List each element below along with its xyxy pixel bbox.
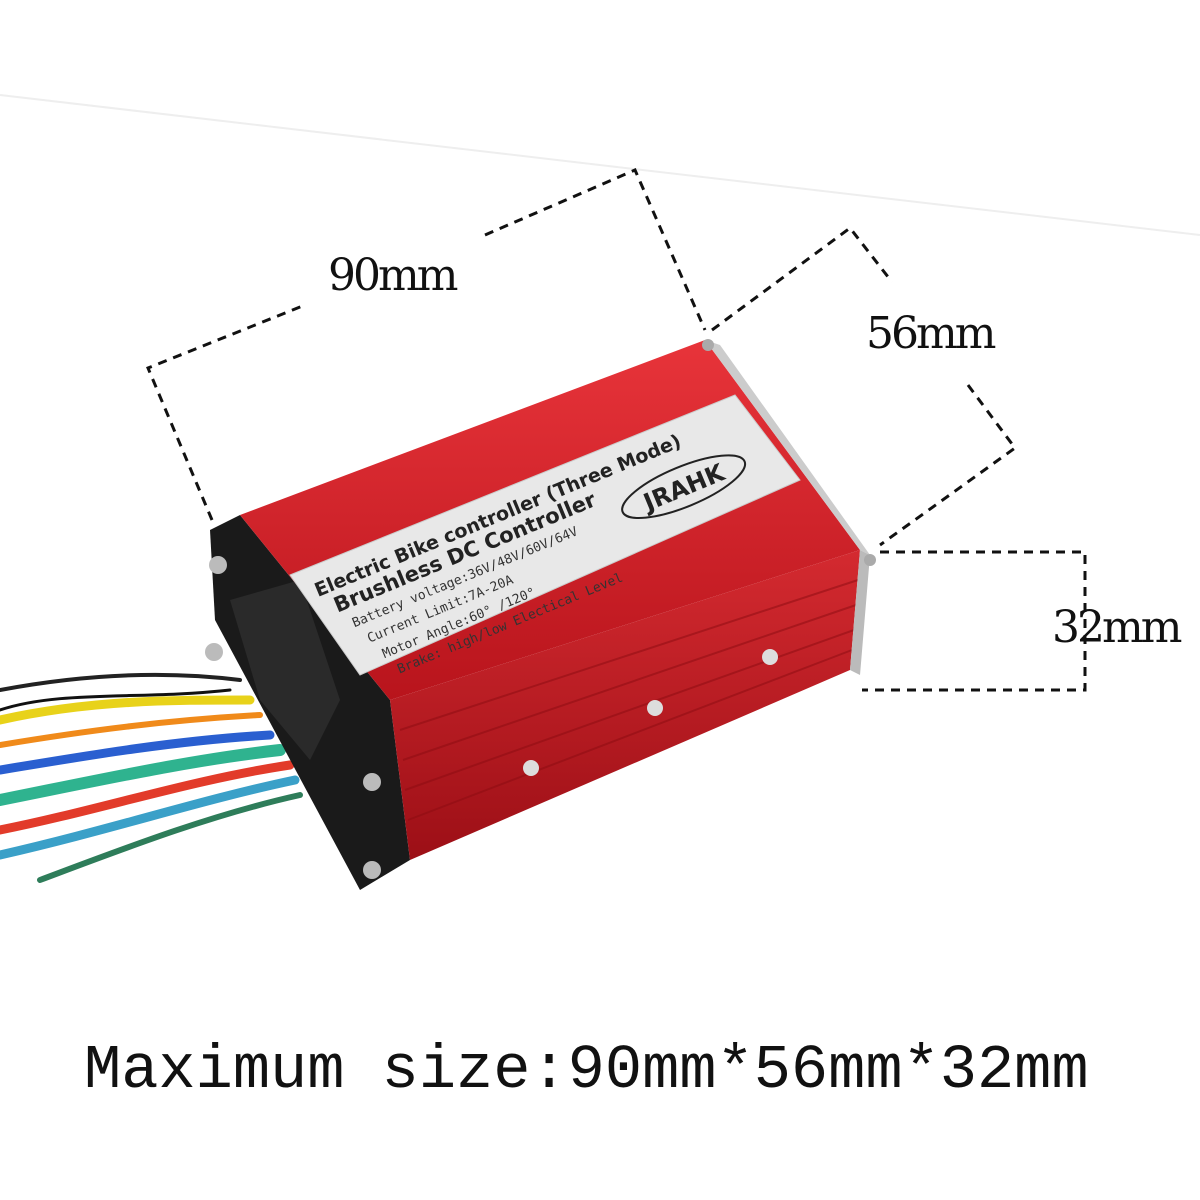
end-cap [205, 515, 410, 890]
size-caption: Maximum size:90mm*56mm*32mm [84, 1035, 1089, 1106]
dimension-width: 56mm [866, 308, 996, 359]
brand-logo-oval [621, 454, 747, 519]
dimension-length: 90mm [328, 250, 458, 301]
cable-bundle [0, 672, 303, 883]
dimension-height: 32mm [1052, 602, 1182, 653]
background-edge [0, 94, 1200, 236]
dimension-lines [146, 168, 1087, 692]
